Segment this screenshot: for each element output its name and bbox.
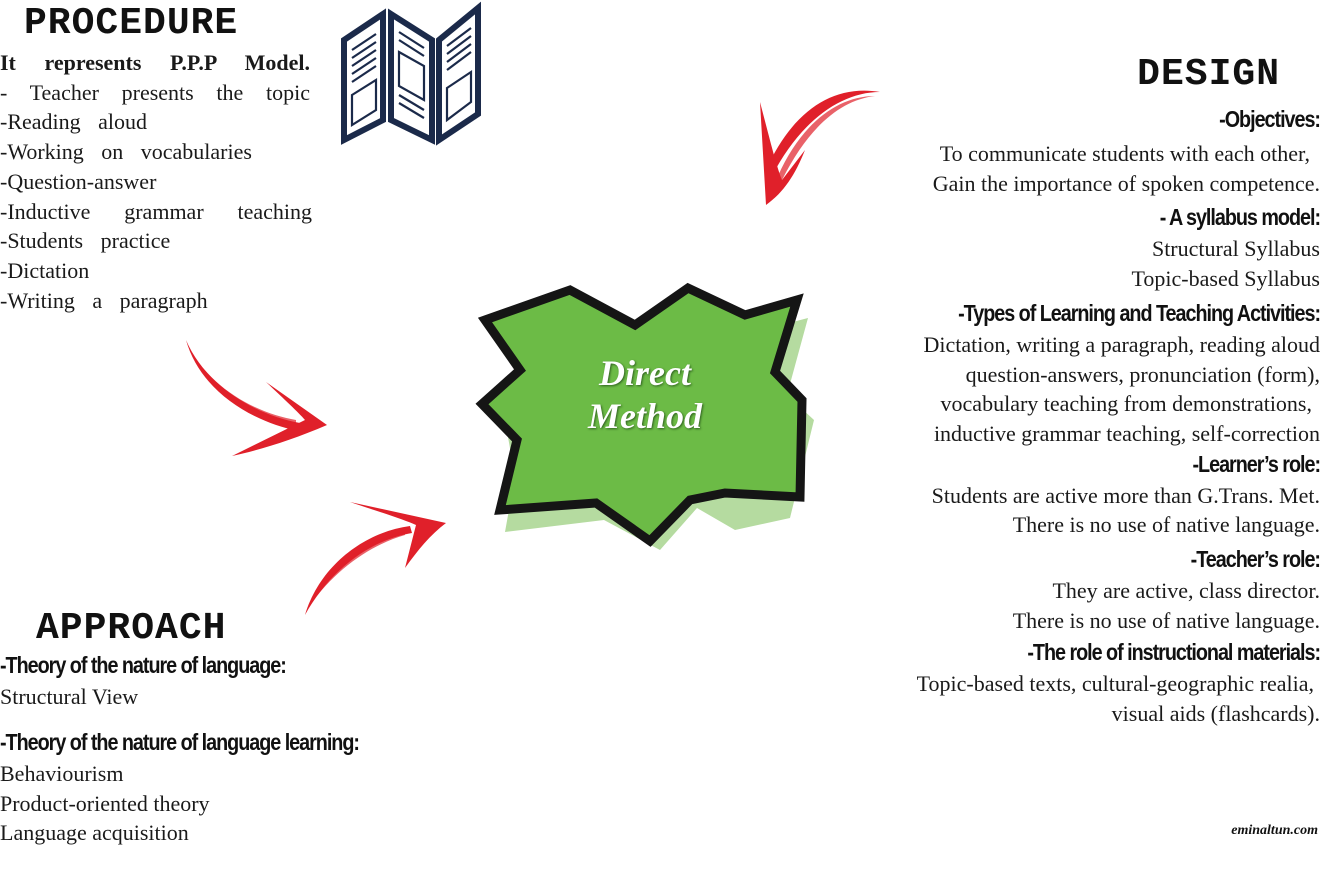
- design-section-lines: Students are active more than G.Trans. M…: [850, 481, 1320, 540]
- design-line: There is no use of native language.: [1012, 512, 1320, 538]
- center-label-line1: Direct: [599, 353, 691, 393]
- approach-language-item: Structural View: [0, 684, 139, 709]
- arrow-to-design: [760, 90, 880, 205]
- design-line: Students are active more than G.Trans. M…: [931, 482, 1320, 508]
- center-label-line2: Method: [587, 396, 702, 436]
- procedure-step: -Question-answer: [0, 168, 157, 194]
- design-line: There is no use of native language.: [1012, 607, 1320, 633]
- design-sections: -Objectives: To communicate students wit…: [850, 106, 1320, 729]
- approach-learning-heading: -Theory of the nature of language learni…: [0, 729, 360, 755]
- arrow-from-approach: [305, 502, 446, 615]
- design-section-heading: - A syllabus model:: [1159, 204, 1320, 231]
- procedure-step: -Writing a paragraph: [0, 287, 208, 313]
- procedure-step: -Dictation: [0, 257, 90, 283]
- burst-star: [475, 282, 807, 547]
- procedure-step: -Working on vocabularies: [0, 139, 252, 165]
- design-line: Structural Syllabus: [1151, 236, 1320, 262]
- arrow-from-procedure: [186, 340, 327, 456]
- credit-text: eminaltun.com: [1231, 823, 1318, 838]
- design-line: question-answers, pronunciation (form),: [965, 361, 1320, 387]
- design-line: They are active, class director.: [1052, 578, 1320, 604]
- design-section-lines: They are active, class director. There i…: [850, 576, 1320, 635]
- book-icon: [341, 1, 481, 146]
- approach-language-heading: -Theory of the nature of language:: [0, 652, 287, 678]
- design-section-heading: -Teacher’s role:: [1190, 546, 1320, 573]
- design-section-heading: -Learner’s role:: [1192, 450, 1320, 477]
- design-line: Topic-based Syllabus: [1131, 266, 1320, 292]
- design-section-heading: -Types of Learning and Teaching Activiti…: [958, 299, 1320, 326]
- approach-learning-item: Language acquisition: [0, 820, 189, 846]
- design-section-heading: -Objectives:: [1219, 106, 1320, 132]
- approach-language-items: Structural View: [0, 682, 138, 712]
- design-line: Gain the importance of spoken competence…: [932, 170, 1320, 196]
- procedure-intro: It represents P.P.P Model.: [0, 50, 310, 75]
- design-section-lines: Topic-based texts, cultural-geographic r…: [850, 669, 1320, 728]
- approach-learning-items: Behaviourism Product-oriented theory Lan…: [0, 759, 210, 848]
- design-title: DESIGN: [1137, 53, 1280, 96]
- procedure-step: -Students practice: [0, 228, 171, 254]
- design-line: Dictation, writing a paragraph, reading …: [923, 331, 1320, 357]
- design-section-materials: -The role of instructional materials: To…: [850, 639, 1320, 728]
- procedure-block: It represents P.P.P Model. - Teacher pre…: [0, 48, 312, 315]
- design-line: Topic-based texts, cultural-geographic r…: [916, 671, 1314, 697]
- design-section-syllabus: - A syllabus model: Structural Syllabus …: [850, 204, 1320, 293]
- design-section-activities: -Types of Learning and Teaching Activiti…: [850, 300, 1320, 449]
- center-label: Direct Method: [560, 352, 730, 438]
- design-section-objectives: -Objectives: To communicate students wit…: [850, 106, 1320, 198]
- design-line: visual aids (flashcards).: [1111, 701, 1320, 727]
- design-section-lines: To communicate students with each other,…: [850, 139, 1320, 198]
- design-section-heading: -The role of instructional materials:: [1027, 639, 1320, 666]
- approach-learning-item: Product-oriented theory: [0, 790, 210, 816]
- procedure-step: -Reading aloud: [0, 109, 148, 135]
- design-section-teacher-role: -Teacher’s role: They are active, class …: [850, 546, 1320, 635]
- procedure-title: PROCEDURE: [24, 2, 239, 45]
- approach-title: APPROACH: [36, 607, 227, 650]
- design-line: vocabulary teaching from demonstrations,: [940, 391, 1312, 417]
- approach-learning-item: Behaviourism: [0, 761, 124, 786]
- design-line: inductive grammar teaching, self-correct…: [933, 420, 1320, 446]
- design-section-lines: Structural Syllabus Topic-based Syllabus: [850, 234, 1320, 293]
- procedure-step: -Inductive grammar teaching: [0, 198, 312, 224]
- design-section-lines: Dictation, writing a paragraph, reading …: [850, 330, 1320, 449]
- procedure-step: - Teacher presents the topic: [0, 79, 310, 105]
- design-section-learner-role: -Learner’s role: Students are active mor…: [850, 451, 1320, 540]
- design-line: To communicate students with each other,: [939, 141, 1310, 166]
